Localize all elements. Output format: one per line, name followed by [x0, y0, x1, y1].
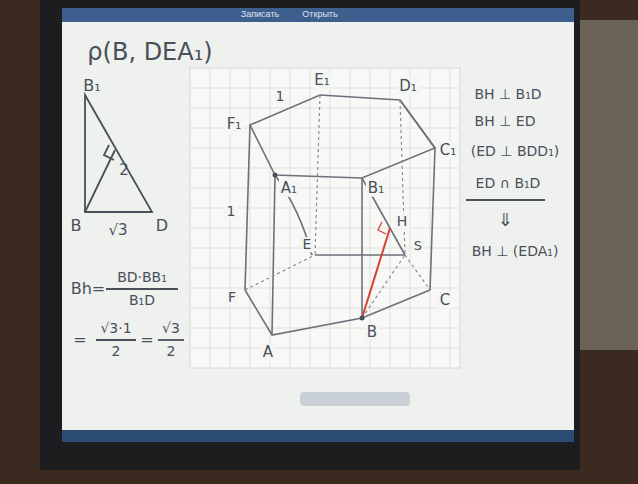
vertex-label: A — [261, 344, 275, 361]
menu-item: Записать — [239, 10, 281, 20]
formula-text: = — [71, 331, 88, 349]
vertex-label: D₁ — [397, 78, 419, 95]
point-label: H — [395, 214, 410, 229]
formula-text: √3·1 — [98, 321, 133, 336]
formula-text: 2 — [110, 344, 123, 359]
proof-line: BH ⊥ (EDA₁) — [470, 244, 561, 259]
edge-length: 1 — [225, 204, 238, 219]
vertex-label: C₁ — [438, 142, 459, 159]
proof-line: BH ⊥ B₁D — [472, 87, 543, 102]
vertex-label: F — [226, 290, 238, 305]
point-label: S — [412, 239, 424, 253]
vertex-label: E — [301, 237, 314, 252]
vertex-label: B — [69, 217, 84, 235]
vertex-label: A₁ — [279, 180, 299, 197]
formula-text: = — [138, 331, 155, 349]
vertex-label: C — [438, 292, 452, 309]
problem-title: ρ(B, DEA₁) — [85, 39, 214, 65]
formula-text: √3 — [160, 321, 182, 336]
vertex-label: F₁ — [225, 116, 244, 133]
proof-line: ED ∩ B₁D — [474, 176, 543, 191]
vertex-label: B₁ — [81, 77, 102, 95]
menu-item: Открыть — [300, 10, 339, 20]
formula-text: 2 — [165, 344, 178, 359]
vertex-label: D — [154, 217, 170, 235]
formula-text: Bh= — [69, 280, 108, 298]
edge-length: 1 — [274, 89, 287, 104]
vertex-label: B — [365, 324, 379, 341]
edge-length: 2 — [117, 162, 131, 179]
vertex-label: B₁ — [366, 180, 386, 197]
formula-text: B₁D — [127, 293, 157, 308]
formula-text: BD·BB₁ — [115, 270, 169, 285]
proof-line: BH ⊥ ED — [473, 114, 538, 129]
edge-length: √3 — [106, 222, 129, 239]
vertex-label: E₁ — [312, 72, 332, 89]
proof-line: (ED ⊥ BDD₁) — [469, 144, 561, 159]
proof-arrow: ⇓ — [495, 210, 514, 230]
